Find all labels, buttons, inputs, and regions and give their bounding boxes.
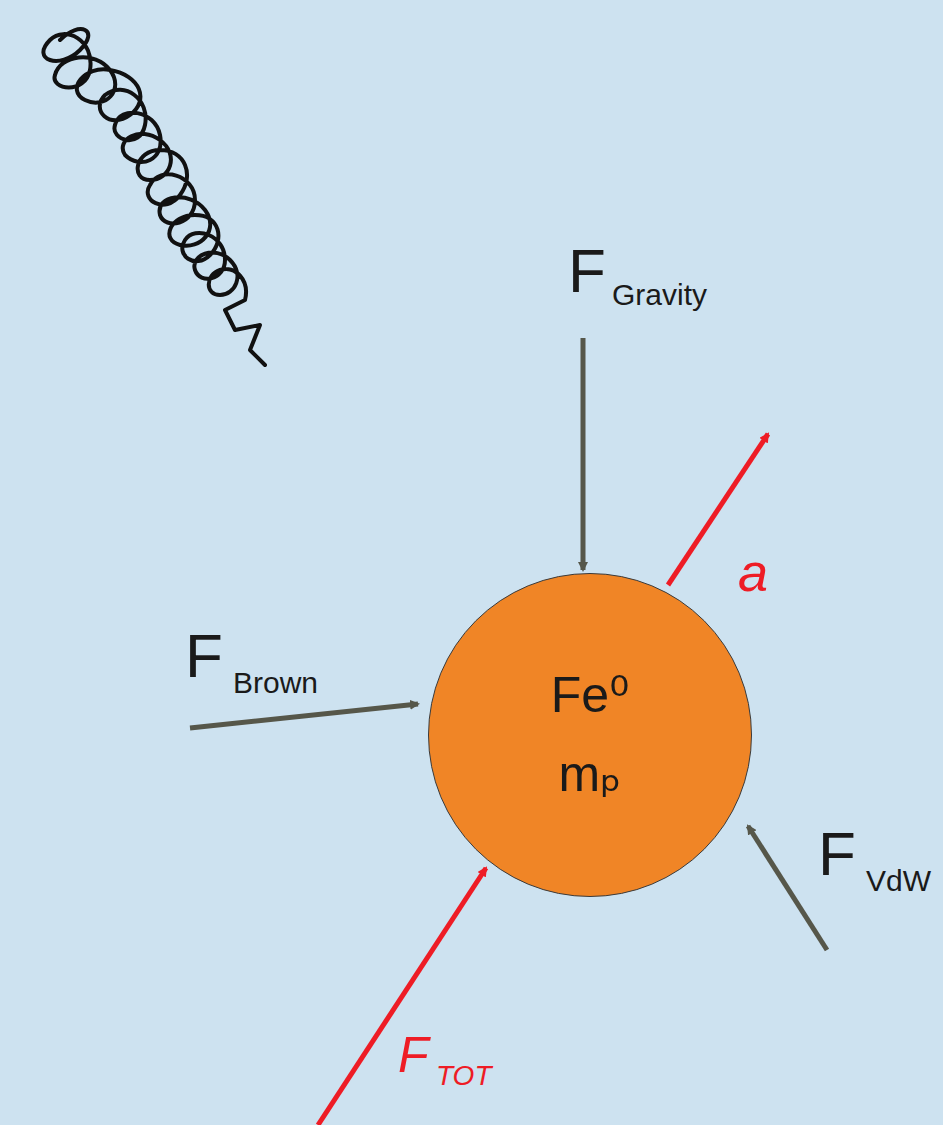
particle-label: mₚ bbox=[558, 747, 621, 802]
vdw-arrow bbox=[748, 826, 827, 950]
force-subscript: Gravity bbox=[612, 280, 707, 310]
force-symbol: F bbox=[398, 1030, 429, 1080]
particle-circle: Fe⁰ mₚ bbox=[428, 573, 752, 897]
force-symbol: F bbox=[185, 625, 223, 687]
acceleration-symbol: a bbox=[738, 545, 768, 599]
brownian-path bbox=[43, 29, 265, 365]
gravity-arrow bbox=[581, 338, 586, 570]
force-subscript: VdW bbox=[866, 866, 931, 896]
brown-arrow bbox=[190, 704, 418, 728]
force-subscript: TOT bbox=[436, 1062, 491, 1090]
force-symbol: F bbox=[568, 240, 606, 302]
force-symbol: F bbox=[818, 823, 856, 885]
particle-label: Fe⁰ bbox=[551, 668, 629, 723]
force-subscript: Brown bbox=[233, 668, 318, 698]
